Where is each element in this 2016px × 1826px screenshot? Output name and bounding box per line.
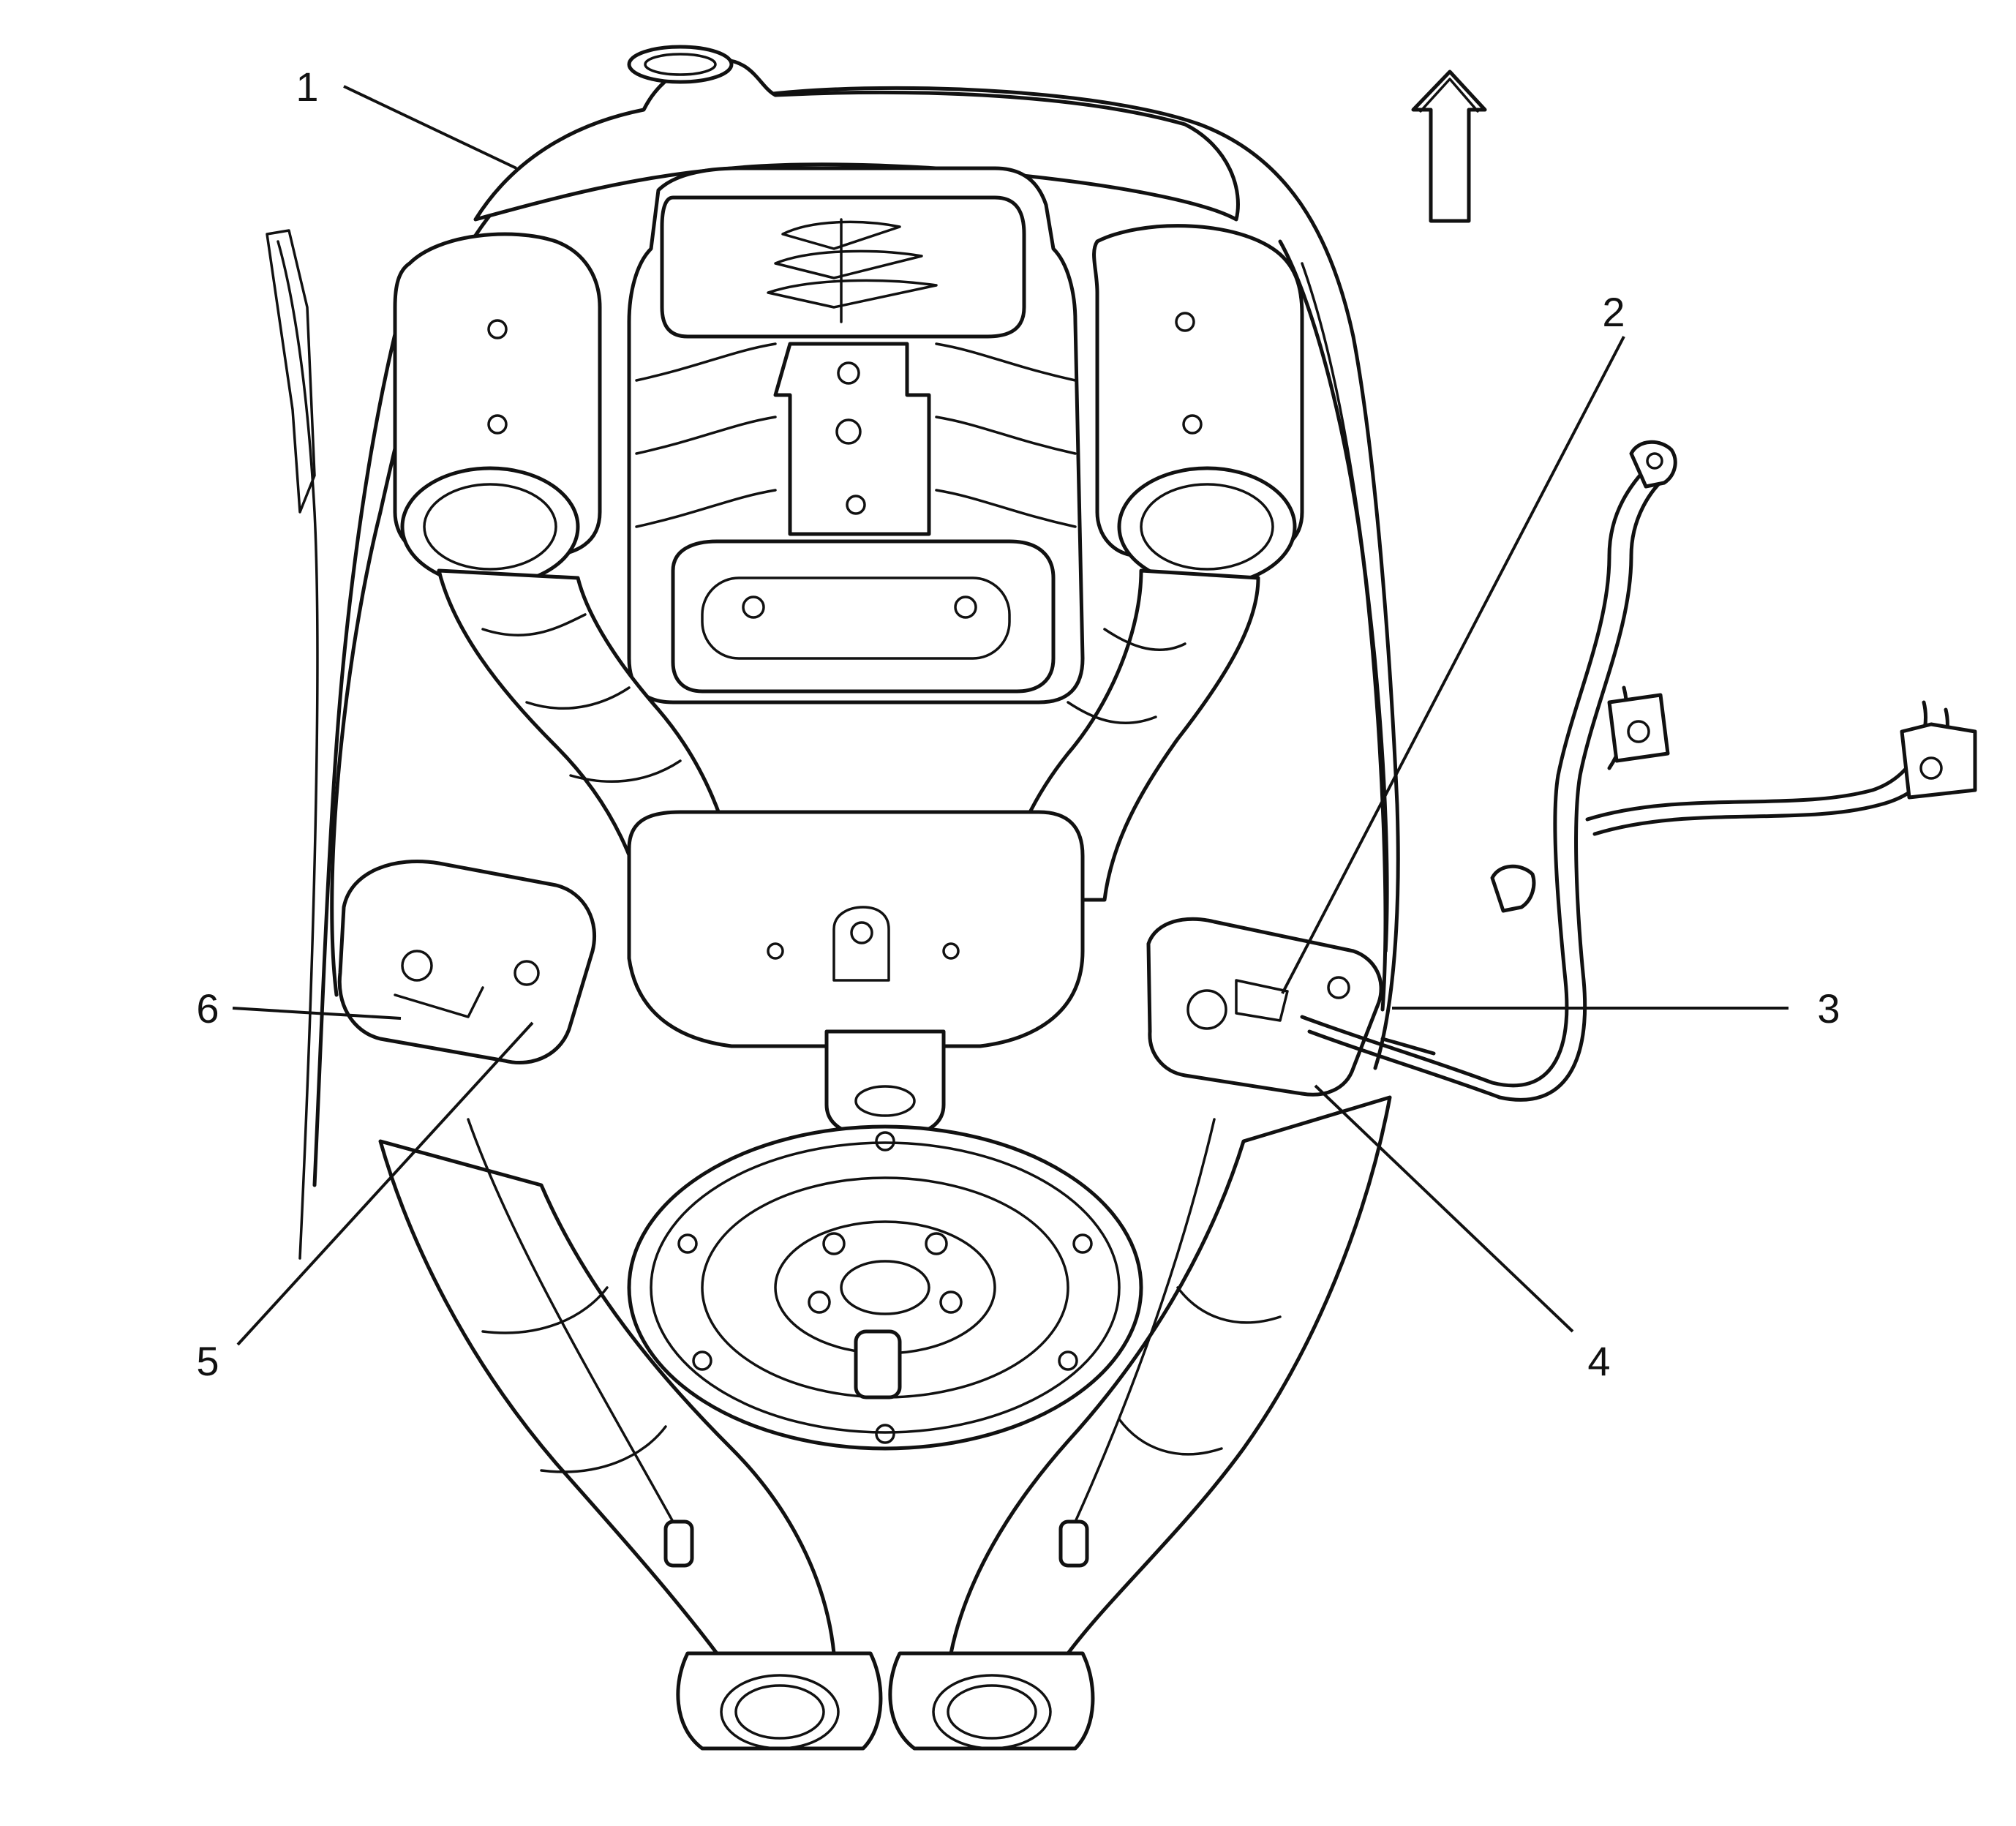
callout-6: 6 bbox=[196, 985, 219, 1032]
leader-line-2 bbox=[1281, 336, 1625, 994]
leader-lines bbox=[232, 85, 1789, 1346]
leader-line-6 bbox=[232, 1007, 402, 1020]
leader-line-5 bbox=[236, 1021, 534, 1346]
callout-labels: 1 2 3 4 5 6 bbox=[196, 64, 1840, 1384]
direction-arrow-icon bbox=[1411, 69, 1487, 223]
callout-1: 1 bbox=[296, 64, 318, 110]
callout-4: 4 bbox=[1587, 1338, 1610, 1384]
flywheel-holes bbox=[677, 1131, 1093, 1444]
leader-line-1 bbox=[343, 85, 517, 170]
leader-line-4 bbox=[1314, 1084, 1574, 1333]
callout-3: 3 bbox=[1817, 985, 1840, 1032]
callout-2: 2 bbox=[1602, 289, 1625, 335]
engine-assembly bbox=[266, 45, 1977, 1751]
callout-5: 5 bbox=[196, 1338, 219, 1384]
